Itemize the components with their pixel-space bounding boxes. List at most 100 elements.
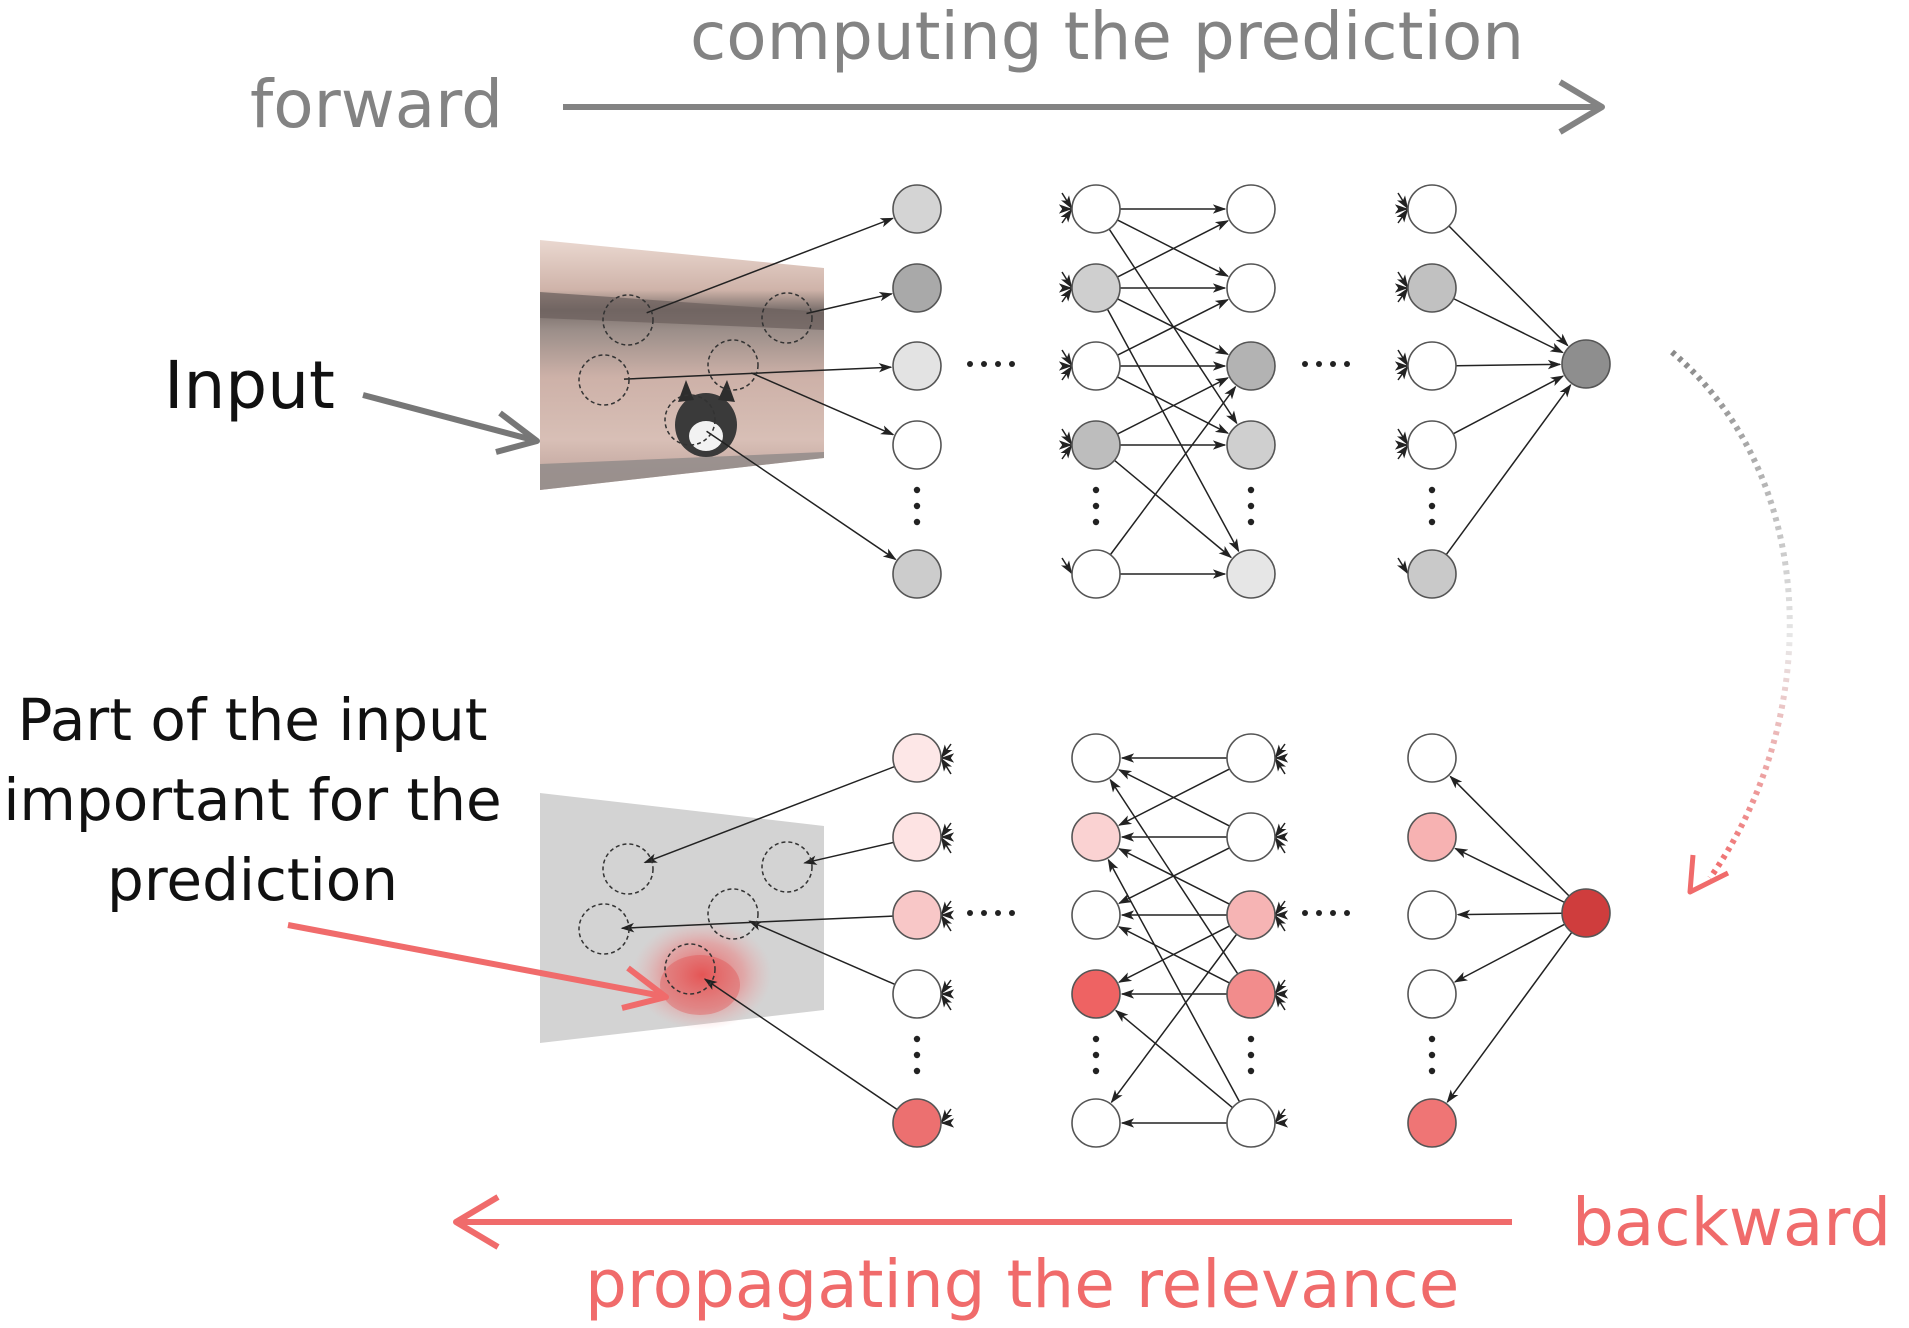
backward-hdots-b-3 [1344,910,1350,916]
backward-image-link-3 [748,920,896,986]
importance-pointer-line [287,922,663,999]
relevance-heatmap-image [540,793,824,1043]
computing-prediction-label: computing the prediction [690,0,1525,75]
forward-layer2-node-2 [1071,341,1121,391]
backward-stub-0-2-0 [940,900,953,916]
important-part-label: Part of the input important for the pred… [3,686,502,914]
backward-output-node [1561,888,1611,938]
forward-image-link-4 [706,430,897,561]
backward-stub-1-1-0 [1274,822,1287,838]
input-pointer-head [495,410,540,455]
backward-layer1-node-0 [892,733,942,783]
forward-hidden-link-14 [1109,385,1237,556]
forward-stub-0-3-2 [1060,444,1073,460]
forward-layer2-vdots-1 [1092,502,1100,510]
backward-stub-1-1-2 [1274,836,1286,854]
backward-layer2-node-3 [1071,969,1121,1019]
forward-hdots-a-0 [967,361,973,367]
forward-image-link-3 [751,372,895,436]
backward-hidden-link-9 [1117,925,1230,983]
backward-layer2-node-4 [1071,1098,1121,1148]
forward-image-link-0 [646,217,894,314]
backward-receptive-field-3 [578,903,630,955]
forward-layer2-node-0 [1071,184,1121,234]
backward-layer4-node-1 [1407,812,1457,862]
backward-output-link-2 [1456,909,1563,920]
forward-stub-1-2-2 [1396,365,1409,381]
backward-stub-1-2-0 [1274,900,1287,916]
backward-hdots-a-0 [967,910,973,916]
backward-layer1-node-1 [892,812,942,862]
backward-layer3-vdots-1 [1247,1051,1255,1059]
backward-layer1-node-2 [892,890,942,940]
forward-hdots-b-1 [1316,361,1322,367]
forward-receptive-field-4 [664,394,716,446]
forward-layer2-node-3 [1071,420,1121,470]
forward-output-link-2 [1455,359,1562,370]
importance-pointer-head [621,965,669,1011]
backward-hdots-b-2 [1330,910,1336,916]
input-label: Input [164,347,335,424]
backward-layer3-node-0 [1226,733,1276,783]
forward-hdots-a-2 [995,361,1001,367]
forward-stub-1-0-2 [1396,208,1409,224]
backward-stub-0-3-0 [940,979,953,995]
forward-hidden-link-5 [1117,298,1229,355]
backward-layer3-node-1 [1226,812,1276,862]
forward-receptive-field-0 [602,294,654,346]
backward-receptive-field-0 [602,843,654,895]
forward-stub-0-1-0 [1061,271,1073,289]
backward-layer1-node-3 [892,969,942,1019]
backward-hdots-b-0 [1302,910,1308,916]
backward-layer4-vdots-0 [1428,1035,1436,1043]
forward-receptive-field-2 [707,339,759,391]
transition-arrowhead [1687,854,1730,895]
forward-layer4-vdots-2 [1428,518,1436,526]
backward-image-link-4 [703,978,898,1111]
backward-image-link-0 [643,765,895,864]
forward-output-link-0 [1448,225,1569,347]
forward-stub-0-4-0 [1061,557,1073,575]
backward-layer4-node-3 [1407,969,1457,1019]
forward-hidden-link-1 [1117,219,1230,277]
forward-layer1-node-3 [892,420,942,470]
forward-receptive-field-3 [578,354,630,406]
forward-layer4-vdots-1 [1428,502,1436,510]
backward-layer2-vdots-0 [1092,1035,1100,1043]
forward-label: forward [250,66,504,143]
forward-layer4-node-3 [1407,420,1457,470]
forward-stub-1-2-0 [1397,349,1409,367]
backward-stub-0-2-2 [940,914,952,932]
backward-stub-1-0-0 [1274,743,1287,759]
forward-layer4-node-0 [1407,184,1457,234]
backward-layer4-vdots-2 [1428,1067,1436,1075]
forward-layer1-node-2 [892,341,942,391]
backward-label: backward [1572,1184,1892,1261]
backward-arrowhead [453,1194,500,1250]
backward-stub-1-4-0 [1274,1108,1287,1124]
backward-hidden-link-6 [1118,847,1230,904]
forward-hdots-b-2 [1330,361,1336,367]
forward-layer2-vdots-0 [1092,486,1100,494]
forward-stub-0-0-2 [1060,208,1073,224]
backward-output-link-3 [1453,923,1566,983]
forward-hidden-link-8 [1117,376,1230,434]
forward-output-link-1 [1453,297,1564,354]
backward-hidden-link-14 [1110,933,1238,1104]
forward-stub-0-1-2 [1060,287,1073,303]
backward-hidden-link-1 [1117,769,1230,827]
backward-layer1-vdots-0 [913,1035,921,1043]
forward-hdots-b-3 [1344,361,1350,367]
forward-layer1-node-0 [892,184,942,234]
forward-layer3-node-3 [1226,420,1276,470]
backward-hdots-a-1 [981,910,987,916]
forward-layer1-node-4 [892,549,942,599]
backward-layer1-vdots-1 [913,1051,921,1059]
forward-output-link-3 [1452,375,1565,435]
backward-layer3-vdots-2 [1247,1067,1255,1075]
backward-output-link-4 [1446,931,1573,1104]
forward-stub-1-4-0 [1397,557,1409,575]
backward-receptive-field-1 [761,841,813,893]
forward-output-node [1561,339,1611,389]
